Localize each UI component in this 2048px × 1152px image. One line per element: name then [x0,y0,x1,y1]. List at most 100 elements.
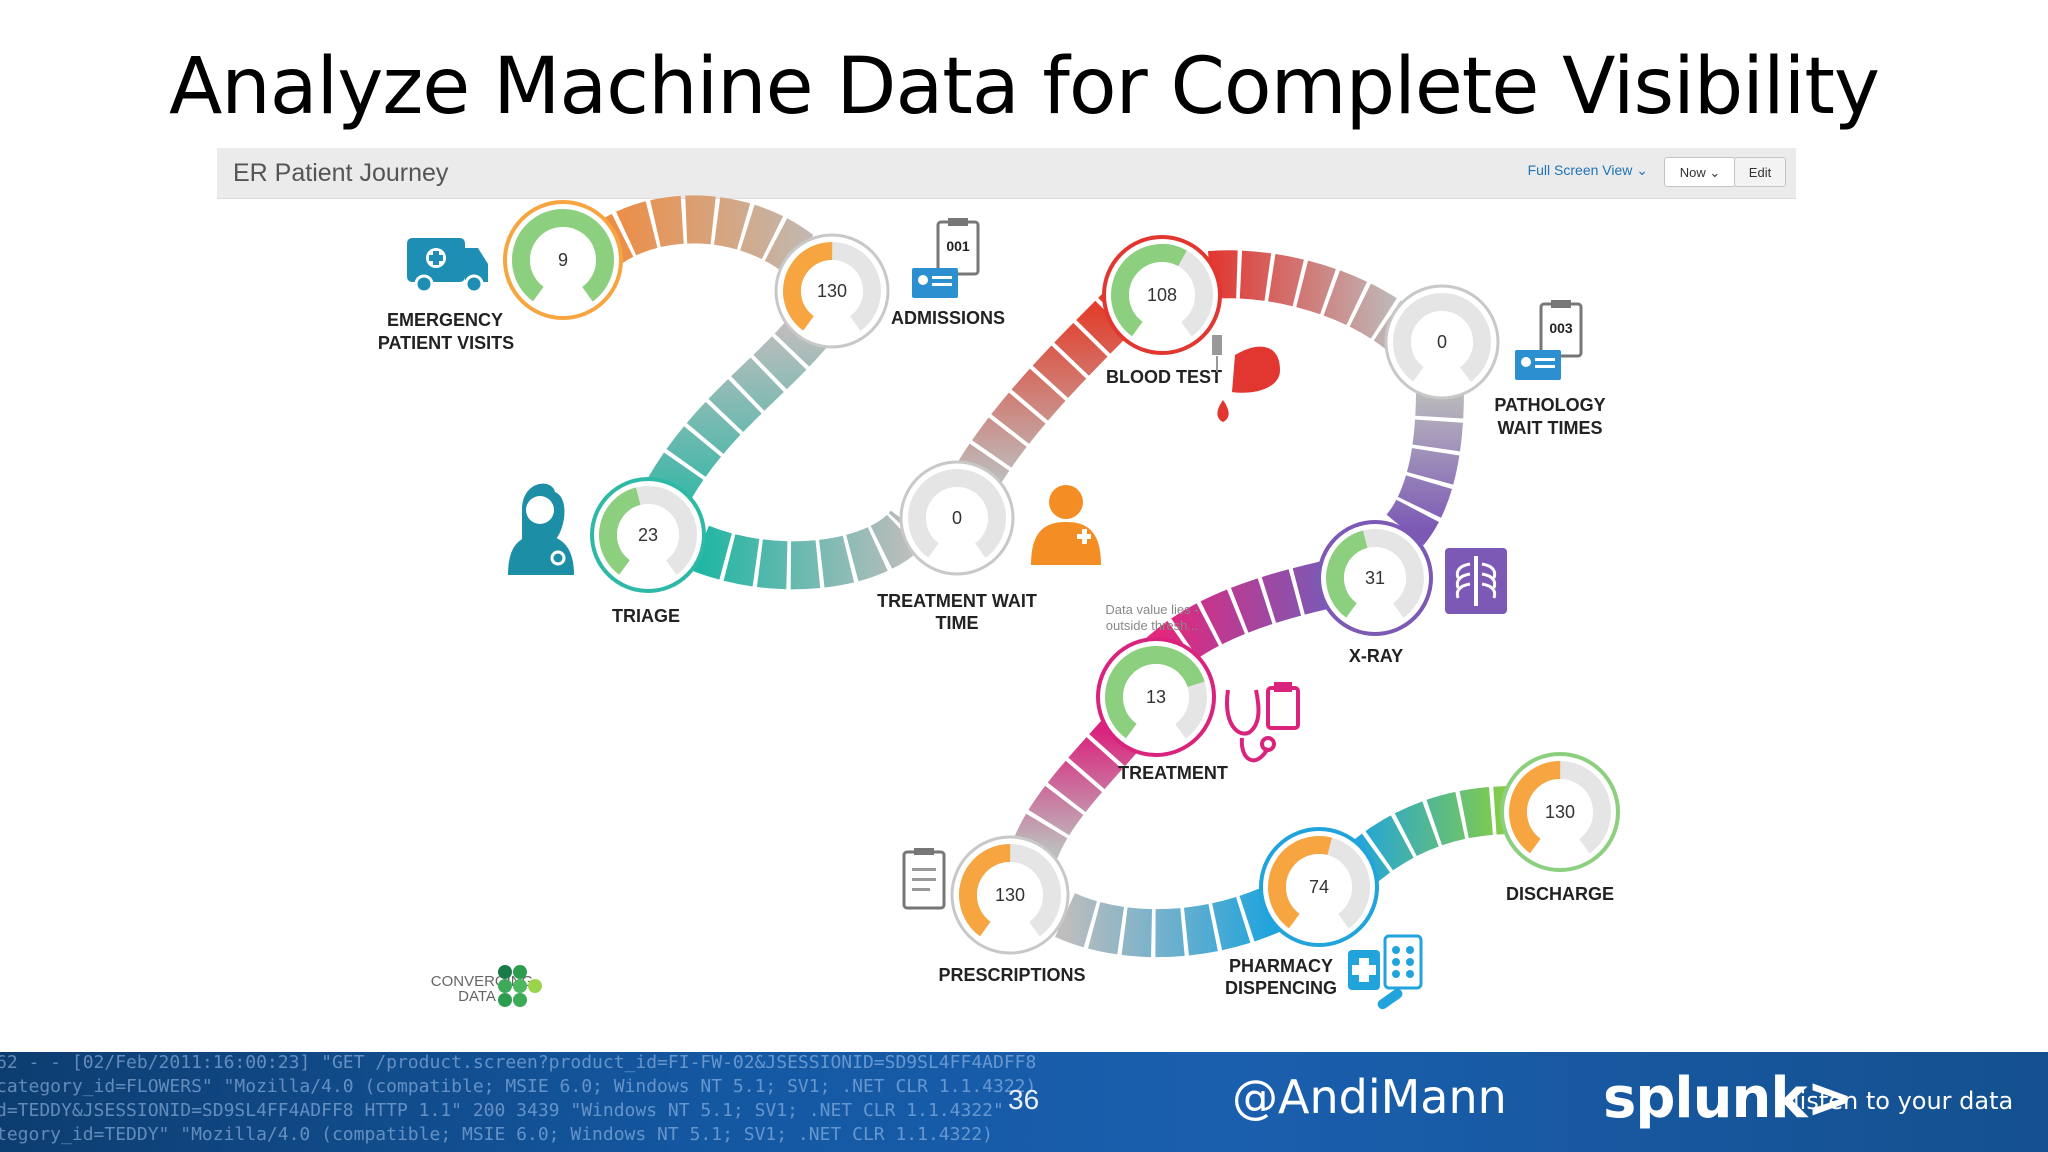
gauges: 9 130 23 0 108 0 31 13 130 74 130 [503,200,1620,955]
gauge-center [1411,311,1473,373]
gauge-value: 108 [1147,285,1177,305]
pills-icon [1348,934,1423,1010]
gauge-value: 0 [952,508,962,528]
gauge-arc [959,844,1061,946]
logo-line: DATA [458,988,496,1005]
chevron-down-icon: ⌄ [1709,165,1721,180]
stage-label-line: PATHOLOGY [1494,395,1605,415]
stage-label-emergency: EMERGENCY PATIENT VISITS [378,310,514,353]
gauge-value: 130 [995,885,1025,905]
gauge-track [908,469,1007,567]
gauge-treatment[interactable]: 13 [1096,637,1216,757]
warning-line: outside thresh... [1106,618,1199,633]
log-line: category_id=FLOWERS" "Mozilla/4.0 (compa… [0,1076,1037,1097]
clipboard-id-icon: 001 [912,218,980,298]
stage-labels: EMERGENCY PATIENT VISITS ADMISSIONS TRIAG… [378,308,1614,998]
gauge-prescriptions[interactable]: 130 [950,835,1070,955]
log-line: tegory_id=TEDDY" "Mozilla/4.0 (compatibl… [0,1124,993,1145]
gauge-center [801,260,863,322]
slide-footer: 62 - - [02/Feb/2011:16:00:23] "GET /prod… [0,1052,2048,1152]
gauge-admissions[interactable]: 130 [774,233,890,349]
gauge-arc [1111,244,1213,346]
stage-label-triage: TRIAGE [612,606,680,626]
dashboard-title: ER Patient Journey [233,159,449,187]
warning-line: Data value lies - [1105,602,1198,617]
nurse-icon [508,483,574,575]
gauge-arc [599,486,697,584]
path-segment [1012,714,1144,860]
stage-label-prescriptions: PRESCRIPTIONS [938,965,1085,985]
chevron-down-icon: ⌄ [1636,162,1648,178]
clipboard-id-icon: 003 [1515,300,1583,380]
gauge-emergency[interactable]: 9 [503,200,623,320]
time-range-button[interactable]: Now ⌄ [1664,157,1736,187]
time-range-label: Now [1679,165,1706,180]
gauge-center [1286,854,1352,920]
full-screen-view-link[interactable]: Full Screen View ⌄ [1528,162,1648,179]
gauge-center [1129,262,1195,328]
stage-label-line: DISPENCING [1225,978,1337,998]
stage-label-line: TIME [936,613,979,633]
journey-map: 9 130 23 0 108 0 31 13 130 74 130 EMERGENCY PATIENT… [378,195,1620,1010]
stage-label-pathology: PATHOLOGY WAIT TIMES [1494,395,1605,438]
stage-label-x-ray: X-RAY [1349,646,1403,666]
stage-label-line: PATIENT VISITS [378,333,514,353]
gauge-treatment-wait[interactable]: 0 [899,460,1015,576]
splunk-logo: splunk> [1603,1066,1854,1131]
gauge-pathology[interactable]: 0 [1384,284,1500,400]
clipboard-badge: 003 [1549,320,1573,336]
gauge-value: 74 [1309,877,1329,897]
gauge-pharmacy[interactable]: 74 [1259,827,1379,947]
stage-label-treatment: TREATMENT [1118,763,1228,783]
log-line: 62 - - [02/Feb/2011:16:00:23] "GET /prod… [0,1052,1037,1073]
full-screen-view-label: Full Screen View [1527,162,1633,178]
converging-data-logo: CONVERGING DATA [431,965,542,1007]
gauge-triage[interactable]: 23 [590,477,706,593]
gauge-x-ray[interactable]: 31 [1317,520,1433,636]
blood-drop-icon [1212,335,1280,422]
gauge-blood-test[interactable]: 108 [1102,235,1222,355]
path-segment [1385,389,1464,546]
stage-label-line: EMERGENCY [387,310,503,330]
gauge-arc [1509,761,1611,863]
gauge-discharge[interactable]: 130 [1500,752,1620,872]
gauge-arc [1105,646,1207,748]
gauge-value: 31 [1365,568,1385,588]
stage-label-line: WAIT TIMES [1498,418,1603,438]
stage-label-line: PHARMACY [1229,956,1333,976]
gauge-arc [1268,836,1370,938]
path-segment [1339,786,1516,889]
twitter-handle: @AndiMann [1232,1070,1507,1124]
tagline: listen to your data [1793,1087,2014,1115]
gauge-center [977,862,1043,928]
clipboard-badge: 001 [946,238,970,254]
gauge-arc [783,242,882,340]
threshold-warning: Data value lies - outside thresh... [1105,602,1198,633]
gauge-center [926,487,988,549]
xray-icon [1445,548,1507,614]
stage-label-line: TREATMENT WAIT [877,591,1037,611]
path-segment [954,293,1137,493]
gauge-value: 130 [817,281,847,301]
gauge-center [1344,547,1406,609]
gauge-value: 13 [1146,687,1166,707]
gauge-value: 130 [1545,802,1575,822]
gauge-value: 0 [1437,332,1447,352]
stage-label-blood-test: BLOOD TEST [1106,367,1222,387]
edit-button[interactable]: Edit [1734,157,1786,187]
doctor-icon [1031,485,1101,565]
path-segment [1208,250,1415,350]
log-line: d=TEDDY&JSESSIONID=SD9SL4FF4ADFF8 HTTP 1… [0,1100,1004,1121]
ambulance-icon [407,238,488,294]
page-number: 36 [1008,1084,1040,1115]
slide-title: Analyze Machine Data for Complete Visibi… [168,42,1880,132]
gauge-value: 23 [638,525,658,545]
dashboard-header: ER Patient Journey Full Screen View ⌄ No… [217,148,1796,199]
prescription-icon [902,848,946,910]
gauge-value: 9 [558,250,568,270]
gauge-center [617,504,679,566]
stage-label-admissions: ADMISSIONS [891,308,1005,328]
stage-label-discharge: DISCHARGE [1506,884,1614,904]
